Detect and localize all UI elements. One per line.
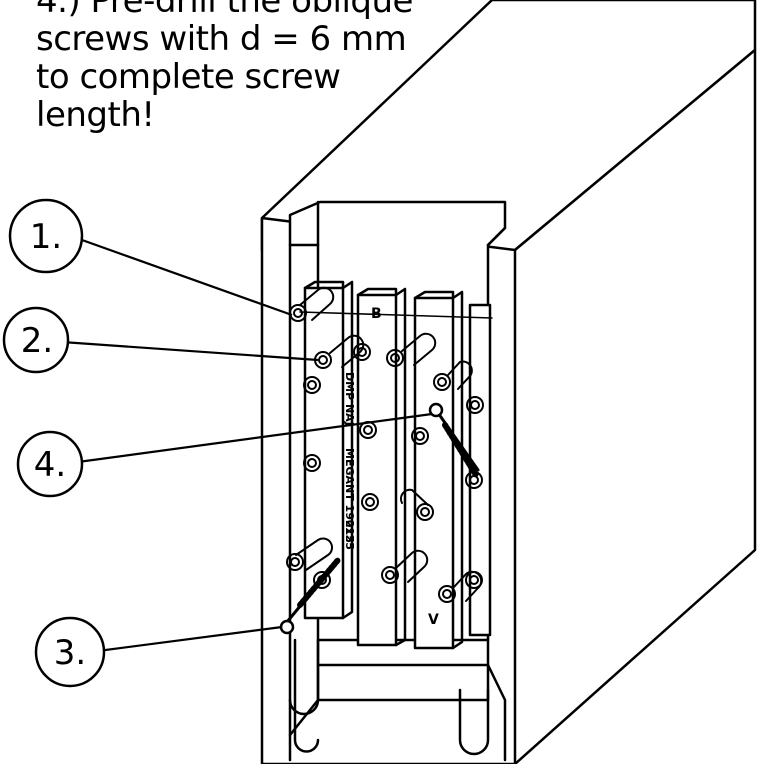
instruction-line-2: screws with d = 6 mm: [36, 19, 407, 59]
instruction-text: 4.) Pre-drill the oblique screws with d …: [36, 0, 413, 134]
callout-2: 2.: [2, 306, 70, 374]
leader-line-2: [61, 340, 319, 362]
slot-groove-left: [288, 698, 320, 716]
connector-wire: [299, 311, 493, 319]
beam-right-face: [513, 48, 757, 764]
callout-4-label: 4.: [34, 445, 66, 485]
plate-2-edge: [394, 287, 407, 647]
callout-4-circle: [16, 430, 84, 498]
plate-1: [303, 286, 345, 620]
callout-4: 4.: [16, 430, 84, 498]
slot-inner-right: [486, 226, 507, 247]
plate-stamp-3: 215: [343, 520, 356, 543]
callout-3-circle: [34, 616, 106, 688]
plate-1-edge: [341, 280, 354, 620]
leader-line-4: [77, 412, 433, 464]
plate-3-edge: [451, 290, 464, 650]
plate-2-top: [356, 287, 398, 297]
slot-groove-left-body: [293, 638, 320, 753]
screw-4-tip: [428, 402, 444, 418]
plate-stamp-1: DMP NAJ: [343, 372, 356, 426]
callout-2-label: 2.: [21, 321, 53, 361]
instruction-line-4: length!: [36, 95, 155, 135]
instruction-line-3: to complete screw: [36, 57, 341, 97]
plate-stamp-2: MEGANT 190x25: [343, 448, 356, 550]
callout-1-label: 1.: [30, 217, 62, 257]
callout-1-circle: [8, 198, 84, 274]
slot-groove-right: [458, 688, 490, 756]
callout-2-circle: [2, 306, 70, 374]
oblique-screw-3-thread: [297, 557, 341, 608]
oblique-screw-4-thread: [442, 422, 479, 478]
instruction-line-1: 4.) Pre-drill the oblique: [36, 0, 413, 21]
callout-3-label: 3.: [54, 633, 86, 673]
plate-letter-a: V: [428, 612, 439, 628]
screw-3-tip: [279, 619, 295, 635]
plate-1-top: [303, 280, 345, 290]
plate-letter-b: B: [371, 306, 382, 322]
callout-3: 3.: [34, 616, 106, 688]
screw-sleeves: [295, 286, 483, 602]
callout-1: 1.: [8, 198, 84, 274]
plate-3: [413, 296, 455, 650]
plate-3-top: [413, 290, 455, 300]
leader-line-1: [81, 238, 293, 317]
leader-line-3: [89, 625, 283, 654]
